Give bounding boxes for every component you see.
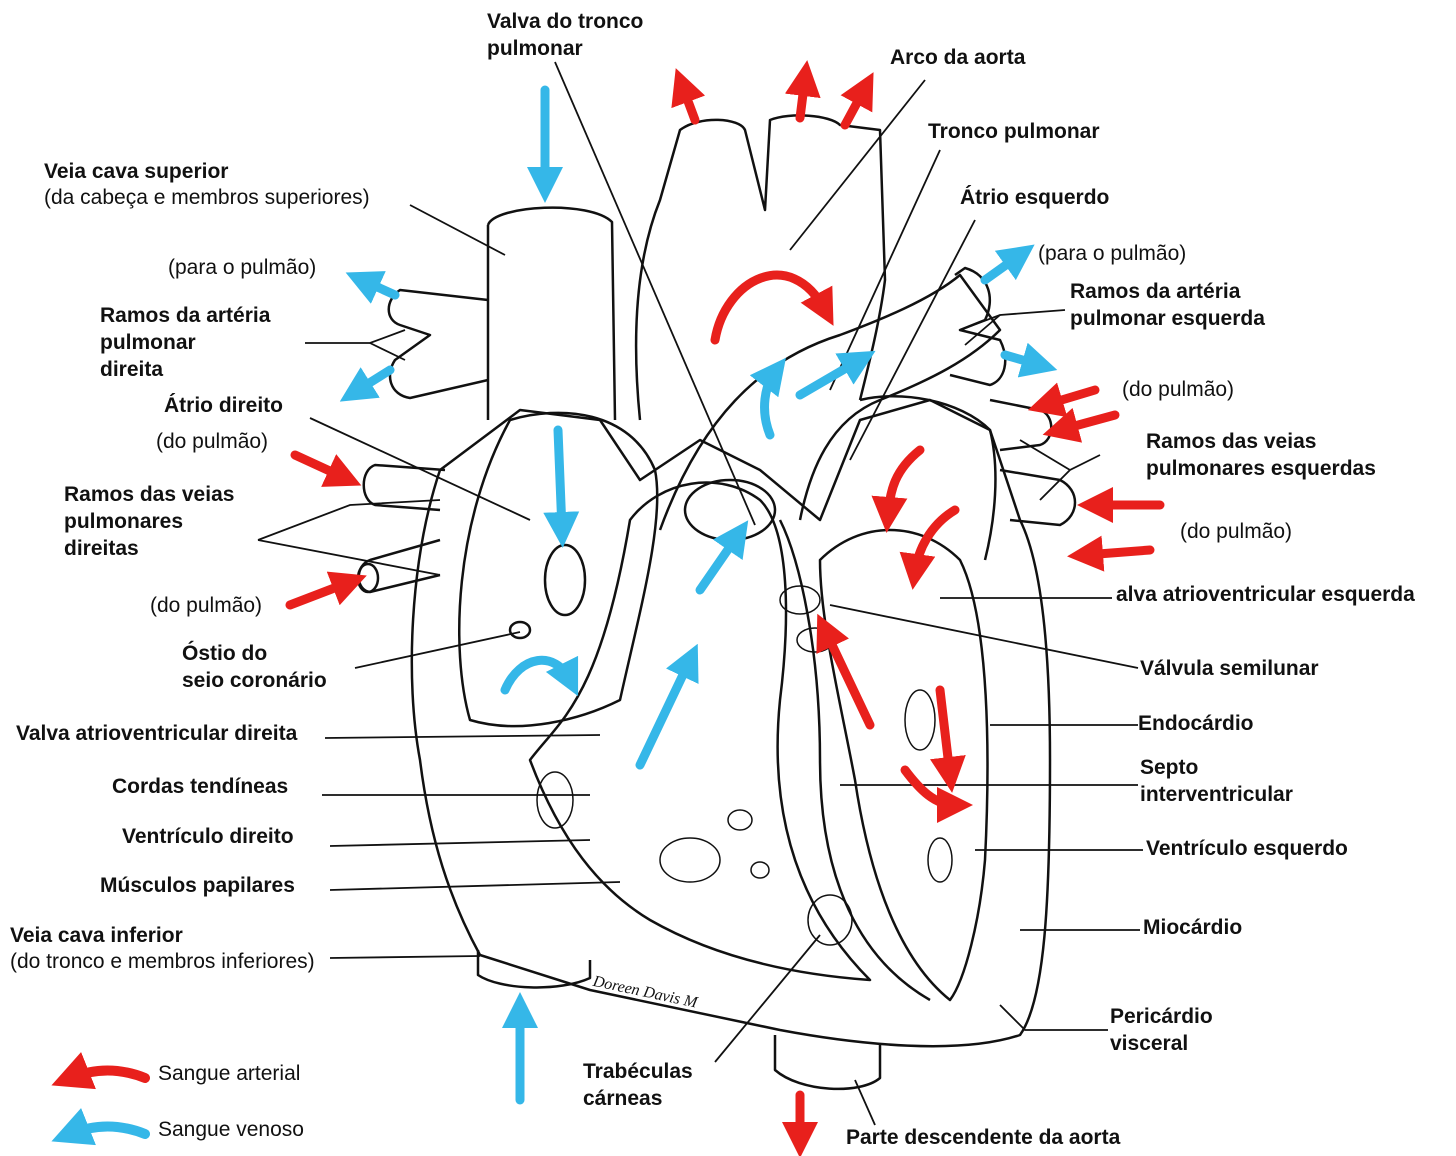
label-veia-cava-inferior: Veia cava inferior [10, 922, 183, 949]
venous-arrow [640, 660, 690, 765]
arterial-arrow [1060, 415, 1115, 430]
heart-outline [358, 115, 1075, 1088]
label-line: pulmonares [64, 508, 234, 535]
arterial-arrow [1045, 390, 1095, 405]
label-ramos-arteria-pulmonar-direita: Ramos da artéria pulmonar direita [100, 302, 270, 383]
venous-arrow [362, 280, 395, 295]
label-line: Ramos das veias [64, 481, 234, 508]
inferior-vena-cava [478, 950, 590, 987]
superior-vena-cava [488, 208, 615, 420]
arterial-arrow [682, 85, 695, 120]
label-line: Óstio do [182, 640, 327, 667]
label-line: pulmonar [487, 35, 643, 62]
pulmonary-vein-opening [358, 564, 378, 592]
label-ventriculo-direito: Ventrículo direito [122, 823, 294, 850]
label-valva-av-esquerda: alva atrioventricular esquerda [1116, 581, 1415, 608]
left-ventricle [820, 530, 987, 1000]
label-valva-av-direita: Valva atrioventricular direita [16, 720, 297, 747]
left-pulmonary-veins [990, 400, 1075, 525]
legend-venous-arrow [70, 1127, 145, 1135]
label-para-pulmao-esquerdo: (para o pulmão) [1038, 240, 1186, 267]
label-arco-aorta: Arco da aorta [890, 44, 1025, 71]
label-do-pulmao-1: (do pulmão) [156, 428, 268, 455]
label-pericardio-visceral: Pericárdio visceral [1110, 1003, 1213, 1057]
label-line: seio coronário [182, 667, 327, 694]
legend-venous-label: Sangue venoso [158, 1118, 304, 1142]
label-do-pulmao-3: (do pulmão) [1122, 376, 1234, 403]
label-atrio-esquerdo: Átrio esquerdo [960, 184, 1109, 211]
label-veia-cava-superior: Veia cava superior [44, 158, 228, 185]
label-ramos-veias-pulmonares-esquerdas: Ramos das veias pulmonares esquerdas [1146, 428, 1376, 482]
label-endocardio: Endocárdio [1138, 710, 1254, 737]
interventricular-septum [780, 520, 930, 1000]
arterial-arrow [715, 275, 825, 340]
label-line: Trabéculas [583, 1058, 693, 1085]
venous-arrow [700, 535, 738, 590]
pulmonary-valve [685, 480, 775, 540]
label-veia-cava-inferior-note: (do tronco e membros inferiores) [10, 948, 315, 975]
label-ramos-veias-pulmonares-direitas: Ramos das veias pulmonares direitas [64, 481, 234, 562]
label-septo-interventricular: Septo interventricular [1140, 754, 1293, 808]
label-musculos-papilares: Músculos papilares [100, 872, 295, 899]
venous-arrow [1005, 355, 1040, 365]
label-line: Valva do tronco [487, 8, 643, 35]
legend-arterial-arrow [70, 1071, 145, 1079]
label-line: visceral [1110, 1030, 1213, 1057]
arterial-arrow [940, 690, 950, 775]
label-cordas-tendineas: Cordas tendíneas [112, 773, 288, 800]
label-line: Pericárdio [1110, 1003, 1213, 1030]
label-tronco-pulmonar: Tronco pulmonar [928, 118, 1100, 145]
pericardium-outline [412, 400, 1050, 1046]
venous-arrow [355, 370, 390, 392]
arterial-arrow [845, 88, 865, 125]
label-line: pulmonar esquerda [1070, 305, 1265, 332]
coronary-sinus-ostium [510, 622, 530, 638]
label-line: Ramos das veias [1146, 428, 1376, 455]
label-miocardio: Miocárdio [1143, 914, 1242, 941]
arterial-arrow [1085, 550, 1150, 555]
label-line: pulmonares esquerdas [1146, 455, 1376, 482]
label-ramos-arteria-pulmonar-esquerda: Ramos da artéria pulmonar esquerda [1070, 278, 1265, 332]
label-ventriculo-esquerdo: Ventrículo esquerdo [1146, 835, 1348, 862]
arterial-arrow [295, 455, 345, 478]
label-line: Ramos da artéria [1070, 278, 1265, 305]
label-ostio-seio-coronario: Óstio do seio coronário [182, 640, 327, 694]
venous-arrow [558, 430, 562, 530]
label-para-pulmao-direito: (para o pulmão) [168, 254, 316, 281]
label-line: pulmonar [100, 329, 270, 356]
label-line: interventricular [1140, 781, 1293, 808]
label-valvula-semilunar: Válvula semilunar [1140, 655, 1319, 682]
trabeculae-texture [537, 586, 952, 945]
label-parte-descendente-aorta: Parte descendente da aorta [846, 1124, 1120, 1151]
label-line: Septo [1140, 754, 1293, 781]
arterial-arrow [290, 582, 350, 605]
label-valva-tronco-pulmonar: Valva do tronco pulmonar [487, 8, 643, 62]
venous-arrow [765, 372, 775, 435]
venous-arrow [985, 255, 1020, 280]
right-atrium-opening [545, 545, 585, 615]
label-line: Ramos da artéria [100, 302, 270, 329]
arterial-arrow [800, 78, 805, 118]
label-veia-cava-superior-note: (da cabeça e membros superiores) [44, 184, 370, 211]
label-line: direitas [64, 535, 234, 562]
venous-flow-arrows [355, 90, 1040, 1100]
arterial-arrow [888, 450, 920, 515]
aorta-arch [636, 115, 885, 420]
label-line: direita [100, 356, 270, 383]
venous-arrow [505, 660, 570, 690]
label-atrio-direito: Átrio direito [164, 392, 283, 419]
right-pulmonary-artery [389, 290, 488, 398]
label-do-pulmao-4: (do pulmão) [1180, 518, 1292, 545]
label-trabeculas-carneas: Trabéculas cárneas [583, 1058, 693, 1112]
arterial-arrow [825, 630, 870, 725]
legend-arterial-label: Sangue arterial [158, 1062, 300, 1086]
label-do-pulmao-2: (do pulmão) [150, 592, 262, 619]
label-line: cárneas [583, 1085, 693, 1112]
arterial-flow-arrows [290, 78, 1160, 1140]
